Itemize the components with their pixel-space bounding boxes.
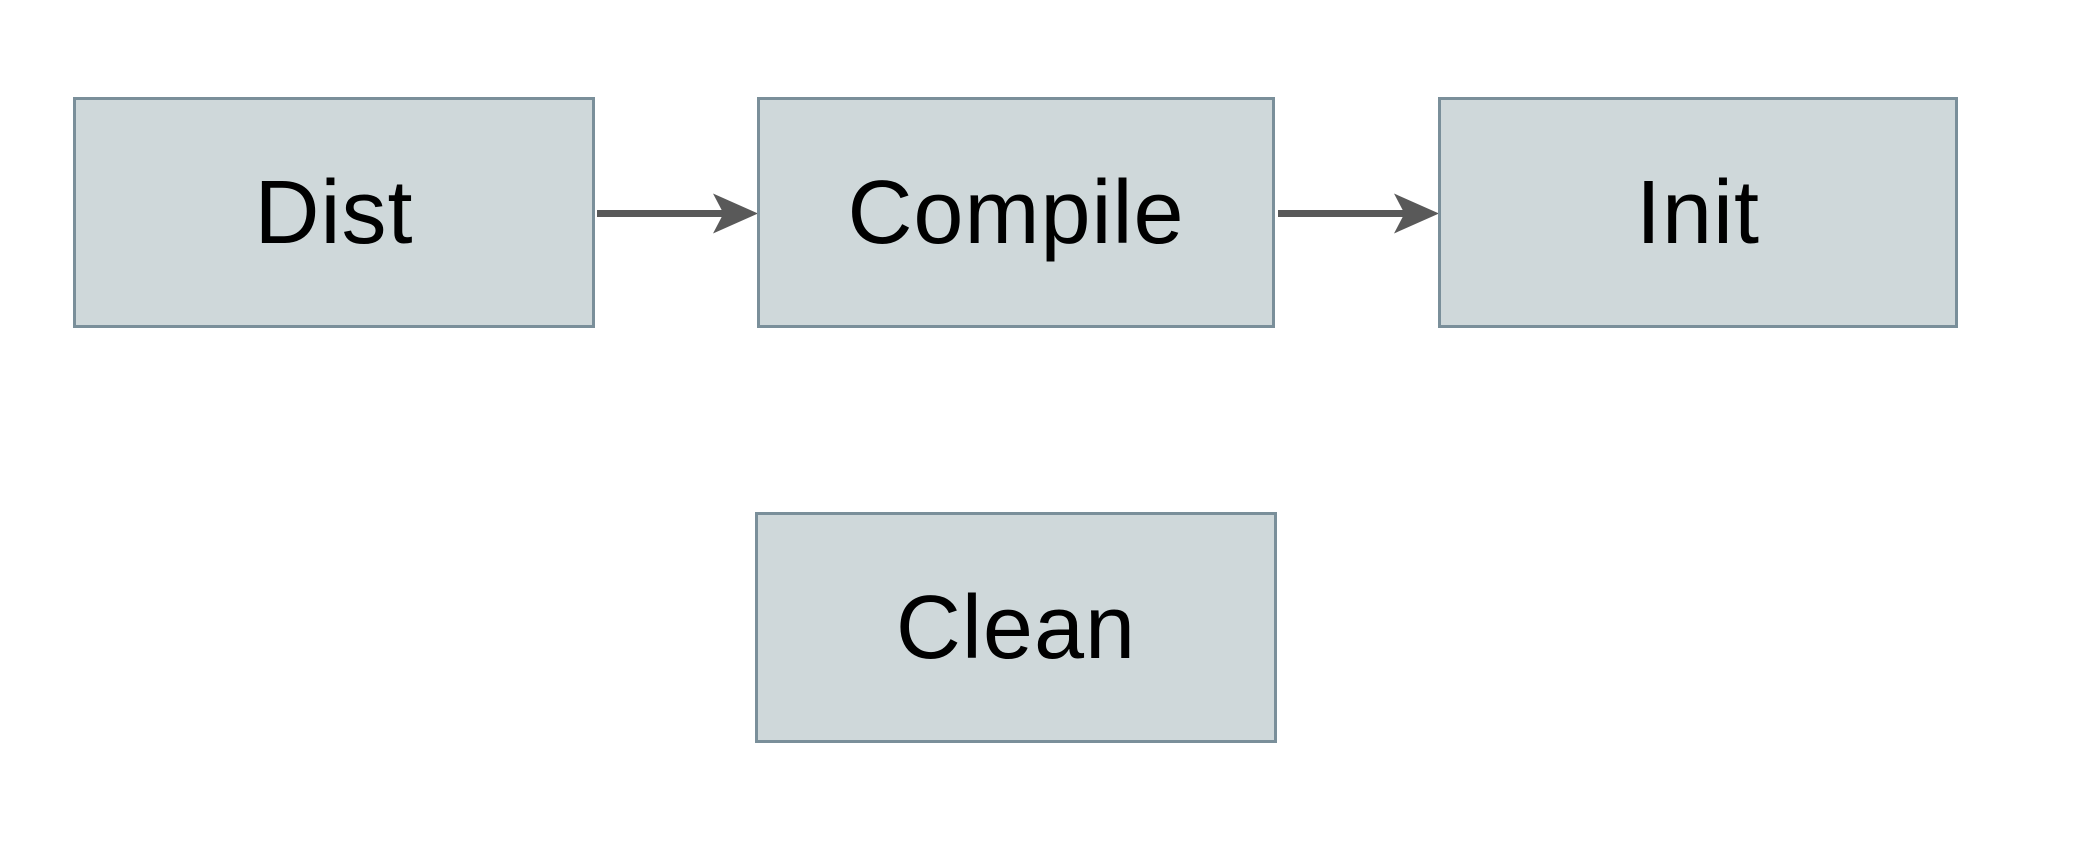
arrow-dist-to-compile <box>597 193 758 234</box>
node-compile: Compile <box>757 97 1275 328</box>
node-init-label: Init <box>1635 162 1761 263</box>
node-dist: Dist <box>73 97 595 328</box>
node-compile-label: Compile <box>847 162 1185 263</box>
node-clean-label: Clean <box>895 577 1137 678</box>
arrow-compile-to-init <box>1278 193 1439 234</box>
node-init: Init <box>1438 97 1958 328</box>
node-clean: Clean <box>755 512 1277 743</box>
node-dist-label: Dist <box>254 162 414 263</box>
